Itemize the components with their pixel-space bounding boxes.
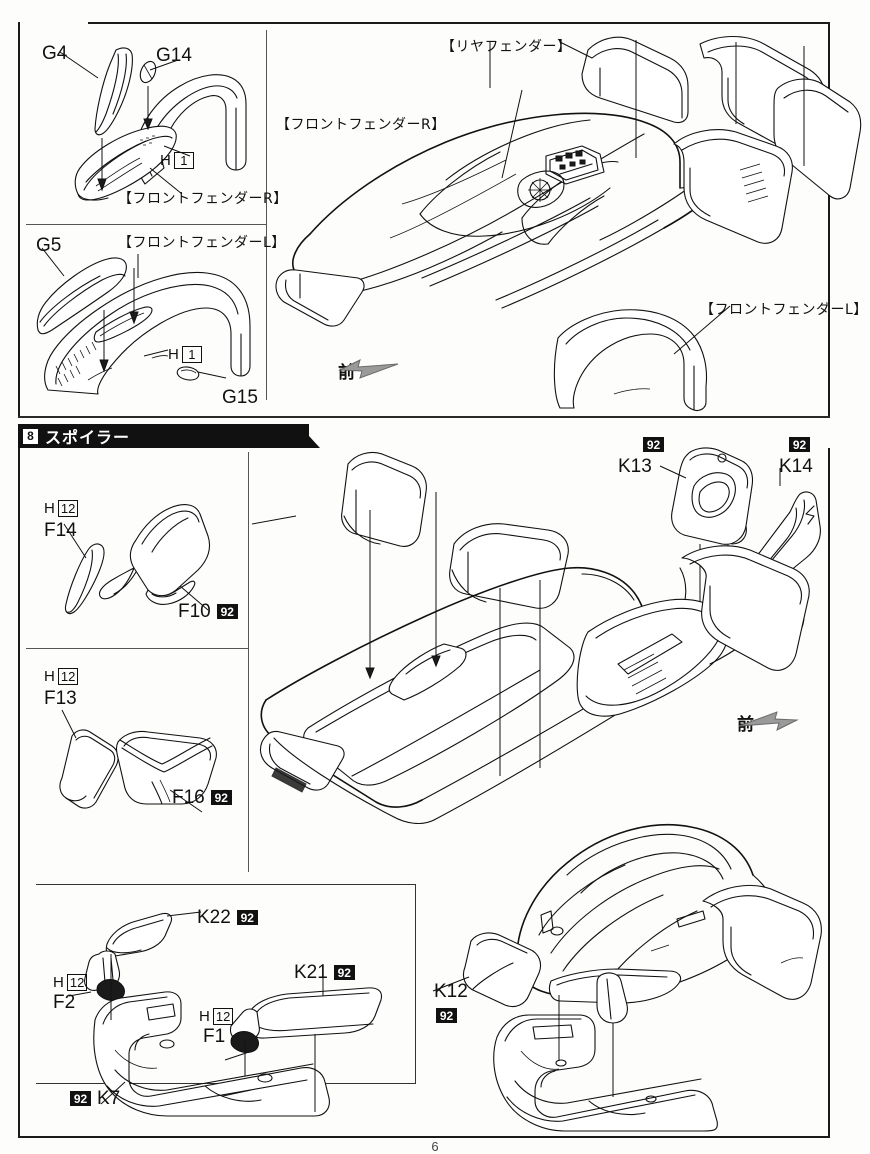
section-title: スポイラー [45, 430, 131, 447]
section8-bottom-border [18, 1136, 830, 1138]
section8-col-divider [248, 452, 249, 872]
front-fender-r-exploded-art [40, 34, 270, 224]
f13-f16-parts-art [40, 690, 250, 820]
part-row-k21: K21 92 [294, 963, 355, 982]
label-k13: K13 [618, 456, 652, 477]
frame-top-border [88, 22, 830, 24]
front-arrow-icon [738, 711, 799, 731]
bottom-panel-right-border [415, 884, 416, 1084]
front-direction-marker-spoiler: 前 [737, 710, 799, 735]
paint-badge-f16: 92 [210, 790, 232, 805]
label-k14: K14 [779, 456, 813, 477]
label-f13: F13 [44, 688, 77, 709]
label-k12: K12 [434, 981, 468, 1002]
cement-mark-h1-l: H 1 [168, 346, 202, 363]
section8-left-panel-divider [26, 648, 248, 649]
label-g15: G15 [222, 387, 258, 408]
section-banner: 8 スポイラー [18, 424, 309, 448]
cement-number: 12 [212, 1008, 234, 1025]
main-car-body-art-top [270, 28, 862, 412]
section8-right-border [828, 448, 830, 1138]
paint-badge-k22: 92 [236, 910, 258, 925]
front-direction-marker-top: 前 [338, 358, 399, 383]
label-g4: G4 [42, 43, 68, 64]
label-f2: F2 [53, 992, 76, 1013]
cement-letter: H [160, 152, 171, 169]
cement-number: 1 [173, 152, 194, 169]
cement-mark-h1-r: H 1 [160, 152, 194, 169]
paint-badge-f10: 92 [216, 604, 238, 619]
label-front-fender-l-main: 【フロントフェンダーL】 [700, 302, 868, 318]
front-nose-assembly-art [432, 805, 835, 1135]
top-left-panel-divider [26, 224, 266, 225]
top-section-divider [18, 416, 830, 418]
cement-letter: H [44, 668, 55, 685]
label-k7: K7 [97, 1088, 121, 1109]
label-f16: F16 [172, 787, 205, 808]
banner-tail-shape [298, 424, 320, 448]
part-row-k7: 92 K7 [70, 1089, 120, 1108]
frame-right-border-top [828, 22, 830, 417]
f14-f10-parts-art [40, 500, 240, 630]
part-row-f16: F16 92 [172, 788, 232, 807]
label-k21: K21 [294, 962, 328, 983]
paint-badge-k12: 92 [436, 1008, 457, 1023]
page-number: 6 [431, 1139, 439, 1154]
cement-mark-f13: H 12 [44, 668, 79, 685]
label-front-fender-r-main: 【フロントフェンダーR】 [276, 117, 446, 133]
cement-letter: H [53, 974, 64, 991]
cement-letter: H [199, 1008, 210, 1025]
top-left-panel-vdivider [266, 30, 267, 400]
cement-mark-f1: H 12 [199, 1008, 234, 1025]
label-f14: F14 [44, 520, 77, 541]
cement-number: 1 [181, 346, 202, 363]
label-front-fender-r-small: 【フロントフェンダーR】 [118, 191, 288, 207]
paint-badge-k7: 92 [70, 1091, 91, 1106]
part-row-k22: K22 92 [197, 908, 258, 927]
main-car-body-art-spoiler [251, 450, 822, 860]
frame-left-border [18, 22, 20, 417]
cement-letter: H [44, 500, 55, 517]
label-rear-fender: 【リヤフェンダー】 [441, 39, 572, 55]
cement-number: 12 [66, 974, 88, 991]
paint-badge-k21: 92 [333, 965, 355, 980]
label-g5: G5 [36, 235, 62, 256]
cement-number: 12 [57, 668, 79, 685]
label-f10: F10 [178, 601, 211, 622]
cement-letter: H [168, 346, 179, 363]
bottom-panel-top-border [36, 884, 416, 885]
section-number: 8 [23, 428, 38, 444]
label-front-fender-l-small: 【フロントフェンダーL】 [118, 235, 286, 251]
label-g14: G14 [156, 45, 192, 66]
front-splitter-assembly-art [55, 900, 415, 1120]
front-fender-l-exploded-art [30, 238, 270, 408]
paint-badge-k13: 92 [643, 437, 664, 452]
cement-number: 12 [57, 500, 79, 517]
label-f1: F1 [203, 1026, 226, 1047]
front-arrow-icon [338, 359, 399, 379]
paint-badge-k14: 92 [789, 437, 810, 452]
part-row-f10: F10 92 [178, 602, 238, 621]
section8-left-border [18, 448, 20, 1138]
label-k22: K22 [197, 907, 231, 928]
cement-mark-f14: H 12 [44, 500, 79, 517]
cement-mark-f2: H 12 [53, 974, 88, 991]
